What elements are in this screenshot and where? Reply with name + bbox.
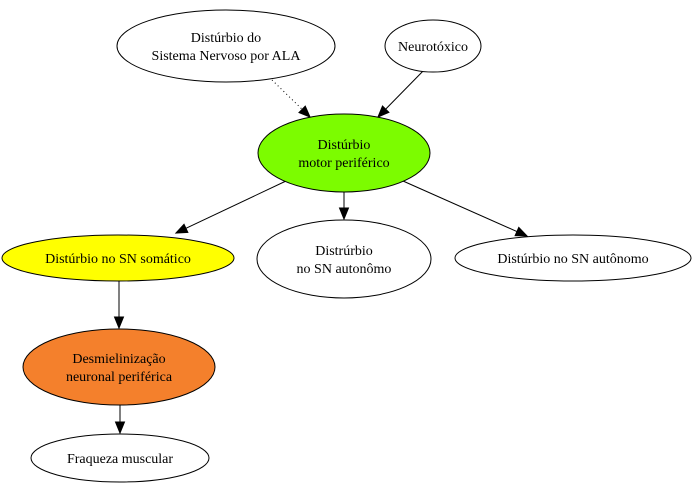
node-disturbio-motor-shape xyxy=(257,113,431,193)
arrowhead xyxy=(298,105,311,118)
edge-desmielinizacao-to-fraqueza xyxy=(114,405,126,435)
edge-disturbio-sn-ala-to-disturbio-motor xyxy=(271,79,311,118)
node-neurotoxico-shape xyxy=(384,19,482,73)
node-fraqueza-shape xyxy=(30,433,210,483)
node-sn-autonomo-1-label: Distrúrbio xyxy=(315,244,373,259)
nodes-layer: Distúrbio do Sistema Nervoso por ALA Neuro… xyxy=(1,9,692,483)
node-disturbio-sn-ala-shape xyxy=(116,9,336,83)
node-fraqueza: Fraqueza muscular xyxy=(30,433,210,483)
arrowhead xyxy=(114,421,126,435)
node-sn-autonomo-2: Distúrbio no SN autônomo xyxy=(454,234,692,282)
edge-disturbio-motor-to-sn-somatico xyxy=(174,180,287,234)
node-neurotoxico-label: Neurotóxico xyxy=(398,40,468,55)
edge-disturbio-motor-to-sn-autonomo-1 xyxy=(338,191,350,221)
node-disturbio-sn-ala: Distúrbio do Sistema Nervoso por ALA xyxy=(116,9,336,83)
node-desmielinizacao-label: Desmielinização xyxy=(72,352,165,367)
node-disturbio-motor-label: motor periférico xyxy=(298,156,389,171)
edge-disturbio-motor-to-sn-autonomo-2 xyxy=(402,180,529,237)
node-fraqueza-label: Fraqueza muscular xyxy=(67,452,173,467)
node-sn-autonomo-1-shape xyxy=(256,219,432,299)
node-desmielinizacao-shape xyxy=(22,328,216,406)
node-sn-autonomo-1: Distrúrbio no SN autonômo xyxy=(256,219,432,299)
node-disturbio-motor: Distúrbio motor periférico xyxy=(257,113,431,193)
node-neurotoxico: Neurotóxico xyxy=(384,19,482,73)
node-desmielinizacao-label: neuronal periférica xyxy=(66,370,173,385)
arrowhead xyxy=(113,316,125,330)
arrowhead xyxy=(174,223,189,234)
arrowhead xyxy=(377,105,390,118)
node-sn-somatico: Distúrbio no SN somático xyxy=(1,234,235,282)
edge-neurotoxico-to-disturbio-motor xyxy=(377,66,428,118)
arrowhead xyxy=(514,226,529,237)
node-sn-somatico-label: Distúrbio no SN somático xyxy=(45,252,191,267)
edge-sn-somatico-to-desmielinizacao xyxy=(113,281,125,330)
node-disturbio-sn-ala-label: Sistema Nervoso por ALA xyxy=(152,49,302,64)
node-sn-autonomo-2-shape xyxy=(454,234,692,282)
node-sn-somatico-shape xyxy=(1,234,235,282)
node-sn-autonomo-1-label: no SN autonômo xyxy=(297,262,392,277)
node-sn-autonomo-2-label: Distúrbio no SN autônomo xyxy=(497,252,648,267)
arrowhead xyxy=(338,207,350,221)
node-desmielinizacao: Desmielinização neuronal periférica xyxy=(22,328,216,406)
node-disturbio-motor-label: Distúrbio xyxy=(318,138,371,153)
node-disturbio-sn-ala-label: Distúrbio do xyxy=(191,31,261,46)
edges-layer xyxy=(113,66,529,435)
